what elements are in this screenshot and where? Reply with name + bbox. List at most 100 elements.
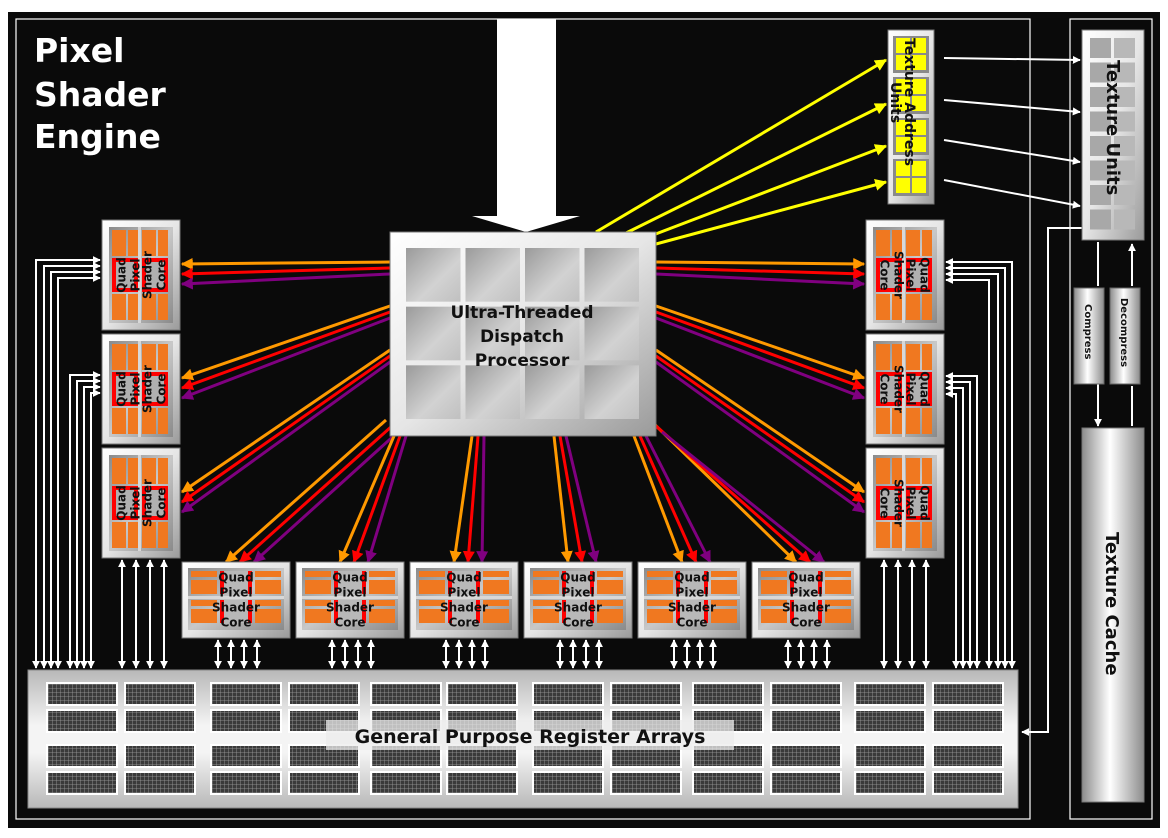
gpr-cell bbox=[48, 711, 116, 731]
gpr-core-routed-connector bbox=[945, 270, 1002, 669]
core-cell bbox=[419, 580, 445, 594]
core-mid-cell bbox=[566, 600, 590, 623]
texture-frame bbox=[1069, 18, 1153, 820]
core-divider bbox=[644, 596, 740, 599]
core-label-line-3: Shader bbox=[892, 251, 906, 299]
tau-cell bbox=[912, 79, 926, 94]
core-cell bbox=[922, 458, 932, 484]
title-line-3: Engine bbox=[34, 117, 161, 156]
core-label-line-3: Shader bbox=[141, 251, 155, 299]
gpr-cell bbox=[212, 684, 280, 704]
core-cell bbox=[906, 458, 920, 484]
gpr-cell bbox=[126, 773, 194, 793]
core-cell bbox=[647, 609, 673, 623]
gpr-cell bbox=[934, 711, 1002, 731]
dispatch-label-line-3: Processor bbox=[475, 351, 570, 371]
core-cell bbox=[128, 344, 138, 370]
core-label-line-1: Quad bbox=[788, 571, 823, 585]
core-cell bbox=[922, 294, 932, 320]
core-cell bbox=[597, 580, 623, 594]
core-cell bbox=[128, 522, 138, 548]
gpr-cell bbox=[856, 773, 924, 793]
core-label-line-3: Shader bbox=[892, 479, 906, 527]
core-cell bbox=[711, 600, 737, 606]
core-cell bbox=[647, 571, 673, 577]
core-cell bbox=[112, 408, 126, 434]
dispatch-arrow-left-2 bbox=[180, 310, 391, 390]
input-arrow-icon bbox=[472, 19, 580, 232]
core-cell bbox=[876, 344, 890, 370]
dispatch-arrow-bottom-4 bbox=[552, 435, 573, 564]
gpr-cell bbox=[126, 711, 194, 731]
core-cell bbox=[825, 600, 851, 606]
core-cell bbox=[142, 294, 156, 320]
core-cell bbox=[112, 344, 126, 370]
core-label-line-2: Pixel bbox=[904, 487, 918, 520]
dispatch-arrow-bottom-2 bbox=[365, 435, 408, 564]
core-cell bbox=[158, 408, 168, 434]
core-mid-cell bbox=[880, 490, 898, 516]
core-cell bbox=[158, 522, 168, 548]
core-cell bbox=[825, 580, 851, 594]
core-divider bbox=[138, 227, 141, 323]
core-cell bbox=[892, 294, 902, 320]
core-cell bbox=[142, 230, 156, 256]
gpr-cell bbox=[694, 746, 762, 766]
core-mid-cell bbox=[910, 262, 928, 288]
core-cell bbox=[112, 458, 126, 484]
core-cell bbox=[922, 230, 932, 256]
core-label-line-1: Quad bbox=[918, 485, 932, 520]
tau-cell bbox=[896, 178, 910, 193]
core-divider bbox=[902, 227, 905, 323]
core-cell bbox=[369, 580, 395, 594]
core-cell bbox=[533, 571, 559, 577]
tu-cell bbox=[1090, 136, 1111, 156]
core-cell bbox=[711, 580, 737, 594]
core-mid-cell bbox=[116, 262, 134, 288]
core-cell bbox=[876, 408, 890, 434]
tau-cell bbox=[912, 96, 926, 111]
core-mid-cell bbox=[146, 262, 164, 288]
core-cell bbox=[922, 522, 932, 548]
core-cell bbox=[191, 600, 217, 606]
decompress-block: Decompress bbox=[1109, 287, 1141, 385]
gpr-core-routed-connector bbox=[945, 378, 974, 669]
core-cell bbox=[761, 600, 787, 606]
general-purpose-register-arrays: General Purpose Register Arrays bbox=[27, 669, 1019, 809]
dispatch-label-line-1: Ultra-Threaded bbox=[450, 303, 593, 323]
texture-address-units: Texture Address Units bbox=[887, 29, 935, 205]
tau-cell bbox=[912, 161, 926, 176]
gpr-cell bbox=[772, 773, 840, 793]
core-divider bbox=[530, 596, 626, 599]
core-divider bbox=[302, 596, 398, 599]
core-cell bbox=[761, 580, 787, 594]
dispatch-arrow-left-1 bbox=[180, 272, 391, 290]
dispatch-cell bbox=[406, 365, 461, 419]
core-cell bbox=[419, 609, 445, 623]
core-cell bbox=[892, 344, 902, 370]
core-cell bbox=[892, 458, 902, 484]
core-cell bbox=[255, 609, 281, 623]
core-cell bbox=[876, 294, 890, 320]
core-label-line-1: Quad bbox=[115, 371, 129, 406]
core-cell bbox=[255, 571, 281, 577]
tau-cell bbox=[912, 38, 926, 53]
gpr-cell bbox=[448, 746, 516, 766]
core-label-line-4: Core bbox=[790, 616, 821, 630]
dispatch-arrow-bottom-5 bbox=[638, 435, 698, 564]
gpr-core-routed-connector bbox=[87, 389, 101, 669]
tu-cell bbox=[1114, 160, 1135, 181]
core-mid-cell bbox=[146, 376, 164, 402]
tau-label-line-1: Texture Address bbox=[901, 38, 917, 166]
dispatch-arrow-bottom-1 bbox=[238, 424, 394, 564]
texture-units-label: Texture Units bbox=[1102, 60, 1123, 195]
core-mid-cell bbox=[910, 490, 928, 516]
gpr-cell bbox=[372, 684, 440, 704]
gpr-cell bbox=[772, 684, 840, 704]
dispatch-label-line-2: Dispatch bbox=[480, 327, 564, 347]
core-cell bbox=[112, 294, 126, 320]
core-label-line-4: Core bbox=[334, 616, 365, 630]
gpr-cell bbox=[448, 684, 516, 704]
core-divider bbox=[138, 341, 141, 437]
